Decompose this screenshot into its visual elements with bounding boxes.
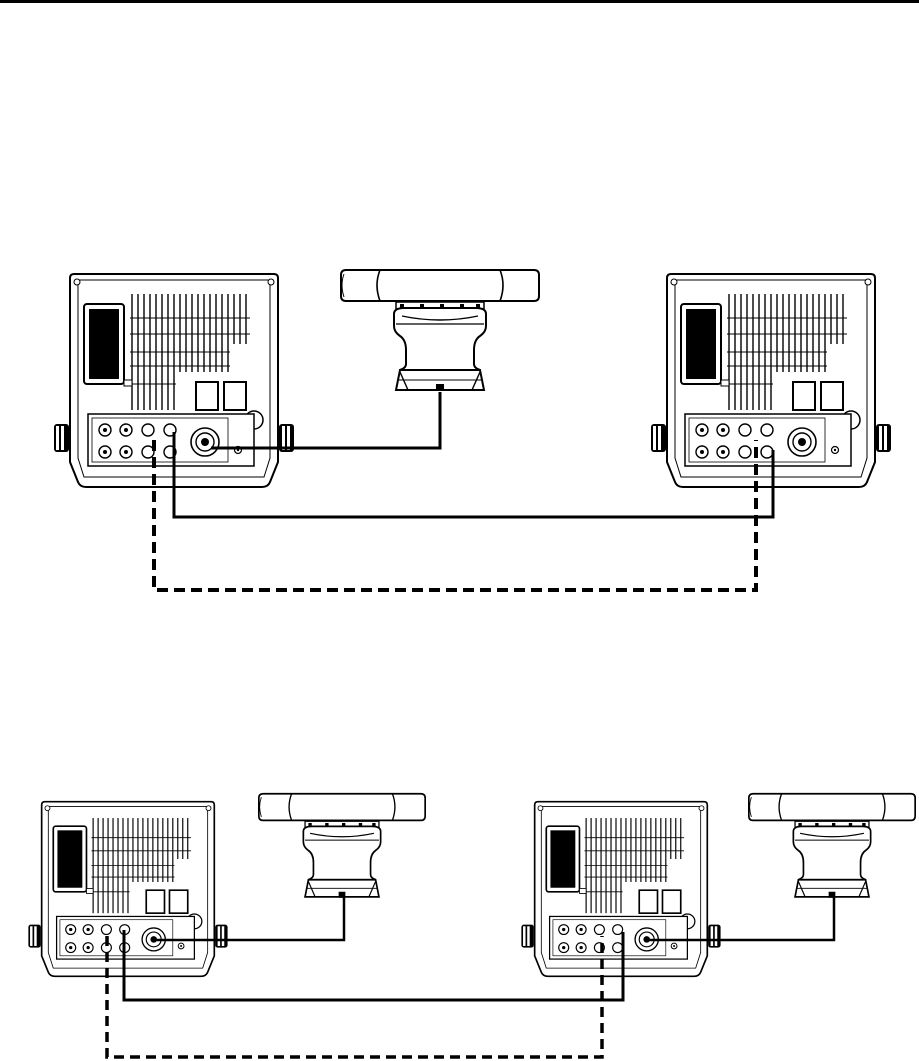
display-unit-right-1 <box>651 274 891 487</box>
figure-1 <box>54 270 891 590</box>
figure-2 <box>28 794 915 1057</box>
radar-antenna-left-2 <box>259 794 425 898</box>
display-unit-right-2 <box>521 802 720 977</box>
radar-antenna-1 <box>341 270 539 391</box>
radar-antenna-right-2 <box>749 794 915 898</box>
display-unit-left-2 <box>28 802 227 977</box>
